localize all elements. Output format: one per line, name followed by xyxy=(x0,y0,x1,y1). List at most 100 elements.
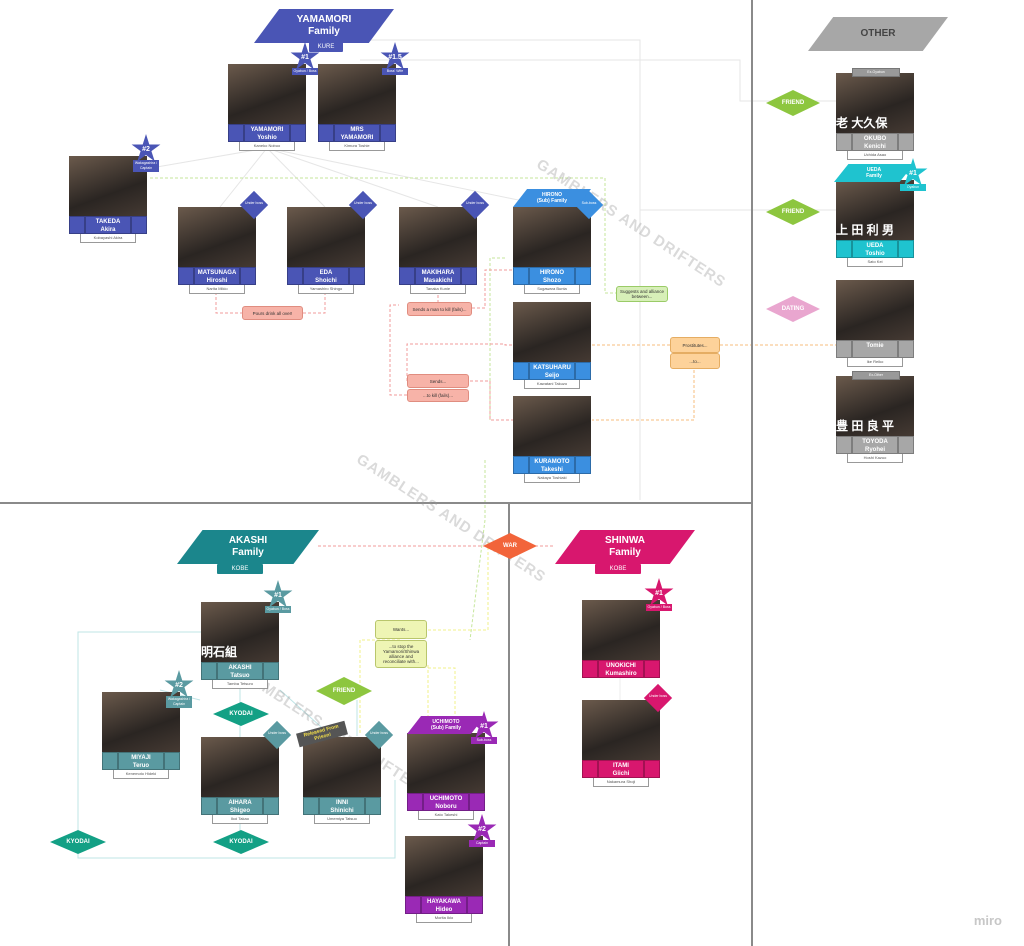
person-card-unokichi[interactable]: UNOKICHI Kumashiro xyxy=(582,600,660,678)
note-to-kill[interactable]: ...to kill (fails)... xyxy=(407,389,469,402)
first-name: Hideo xyxy=(435,907,453,913)
first-name: Shoichi xyxy=(315,278,337,284)
sub-family-header-uchimoto[interactable]: UCHIMOTO(Sub) Family xyxy=(407,716,485,734)
rank-label: Oyabun xyxy=(900,184,926,191)
bar-segment xyxy=(365,797,381,815)
note-sends-man-to-kill[interactable]: Sends a man to kill (fails)... xyxy=(407,302,472,316)
top-tag: Ex-Oyabun xyxy=(852,68,900,77)
character-photo xyxy=(513,302,591,362)
photo-caption: 上 田 利 男 xyxy=(836,223,895,237)
other-group-header[interactable]: OTHER xyxy=(808,17,948,51)
character-name: EDA Shoichi xyxy=(303,267,349,285)
miro-logo: miro xyxy=(973,913,1002,928)
family-city-tag: KOBE xyxy=(595,564,641,574)
note-to[interactable]: ...to... xyxy=(670,353,720,369)
last-name: UNOKICHI xyxy=(606,663,636,669)
bar-segment xyxy=(469,793,485,811)
last-name: MATSUNAGA xyxy=(197,270,237,276)
last-name: KURAMOTO xyxy=(534,459,570,465)
rank-label: Oyabun / Boss xyxy=(265,606,291,613)
bar-segment xyxy=(898,240,914,258)
family-name: YAMAMORI xyxy=(296,14,352,25)
note-wants[interactable]: Wants... xyxy=(375,620,427,639)
note-suggests-alliance[interactable]: Suggests and alliance between... xyxy=(616,286,668,302)
name-bar: UNOKICHI Kumashiro xyxy=(582,660,660,678)
sub-family-header-hirono[interactable]: HIRONO(Sub) Family xyxy=(513,189,591,207)
character-name: Tomie xyxy=(852,340,898,358)
first-name: Kumashiro xyxy=(605,671,637,677)
bar-segment xyxy=(575,456,591,474)
actor-name: Kaneko Nobuo xyxy=(239,142,295,151)
last-name: TAKEDA xyxy=(95,219,121,225)
divider-vertical-other xyxy=(751,0,753,946)
family-name: HIRONO xyxy=(542,192,562,198)
character-name: KURAMOTO Takeshi xyxy=(529,456,575,474)
tier-label: Under boss xyxy=(245,201,263,205)
family-sub: Family xyxy=(308,26,340,37)
actor-name: Tamba Tetsuro xyxy=(212,680,268,689)
note-sends[interactable]: Sends... xyxy=(407,374,469,388)
family-sub: Family xyxy=(866,173,882,179)
first-name: Yoshio xyxy=(257,135,277,141)
character-name: UNOKICHI Kumashiro xyxy=(598,660,644,678)
name-bar: KURAMOTO Takeshi xyxy=(513,456,591,474)
actor-name: Nakaya Toshiaki xyxy=(524,474,580,483)
rank-label: Wakagashira / Captain xyxy=(133,160,159,172)
rank-label: Captain xyxy=(469,840,495,847)
note-prostitutes[interactable]: Prostitutes... xyxy=(670,337,720,353)
note-pours-drink[interactable]: Pours drink all over! xyxy=(242,306,303,320)
family-name: UCHIMOTO xyxy=(432,719,460,725)
family-name: UEDA xyxy=(866,167,882,173)
bar-segment xyxy=(263,797,279,815)
tier-label: Under boss xyxy=(466,201,484,205)
last-name: YAMAMORI xyxy=(250,127,284,133)
bar-segment xyxy=(898,436,914,454)
character-photo xyxy=(836,280,914,340)
last-name: EDA xyxy=(319,270,333,276)
bar-segment xyxy=(407,793,423,811)
character-photo xyxy=(582,700,660,760)
first-name: Takeshi xyxy=(541,467,563,473)
bar-segment xyxy=(836,436,852,454)
bar-segment xyxy=(131,216,147,234)
actor-name: Narita Mikio xyxy=(189,285,245,294)
last-name: UCHIMOTO xyxy=(429,796,463,802)
bar-segment xyxy=(513,362,529,380)
bar-segment xyxy=(240,267,256,285)
note-stop-alliance[interactable]: ...to stop the Yamamori/Shinwa alliance … xyxy=(375,640,427,668)
